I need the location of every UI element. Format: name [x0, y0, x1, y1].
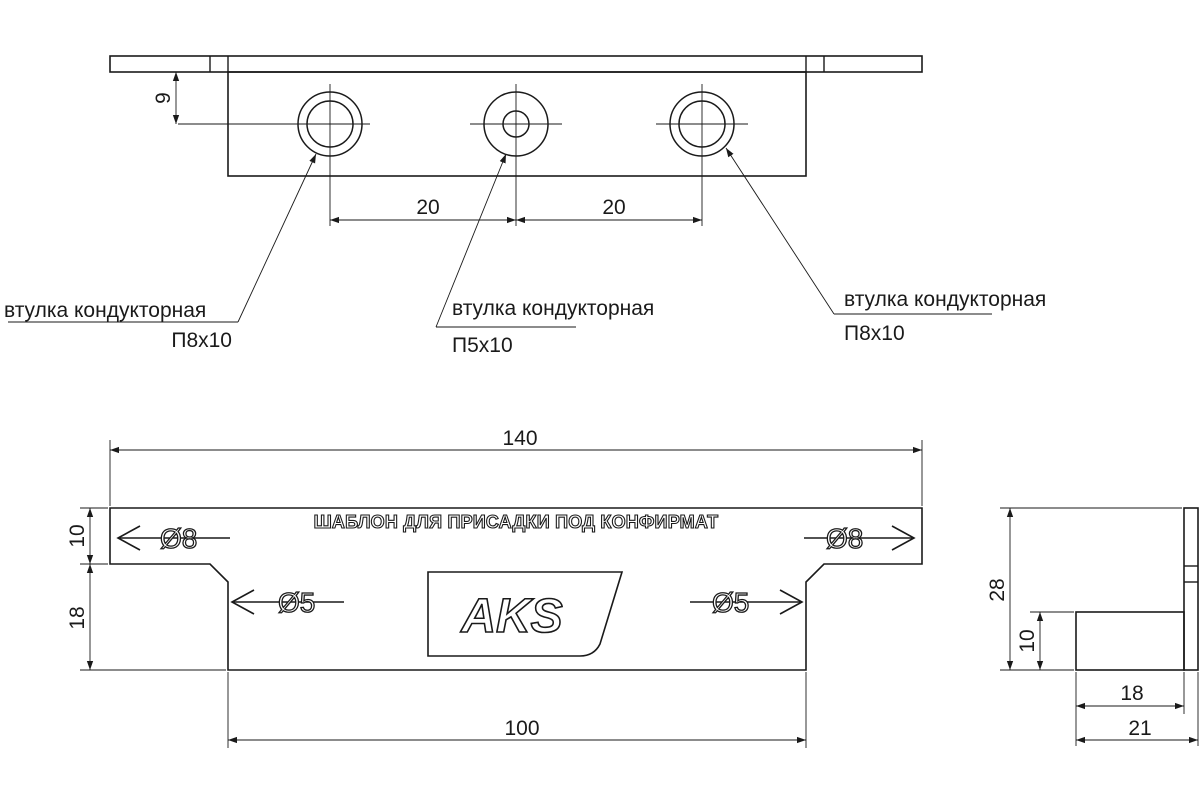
dim-10-side: 10	[1016, 629, 1039, 652]
dim-height-9: 9	[152, 71, 212, 124]
dim-21-side: 21	[1128, 717, 1151, 740]
dim-18-side: 18	[1120, 682, 1143, 705]
top-flange	[109, 55, 923, 73]
logo-text: AKS	[460, 590, 562, 643]
callout-right: втулка кондукторная П8х10	[725, 147, 1046, 345]
callout-left-name: втулка кондукторная	[4, 299, 206, 322]
front-outline	[109, 507, 923, 671]
top-view: 9 20 20 втулка кондукторная П8х10 втулка…	[4, 55, 1046, 357]
dim-overall-width: 140	[109, 427, 923, 506]
mark-d8-left: Ø8	[116, 522, 230, 555]
bushing-middle	[470, 84, 562, 226]
dim-20-left: 20	[416, 196, 439, 219]
dim-side-heights: 28 10	[986, 507, 1182, 671]
callout-right-name: втулка кондукторная	[844, 288, 1046, 311]
callout-middle-name: втулка кондукторная	[452, 297, 654, 320]
mark-d8-right: Ø8	[804, 522, 916, 555]
dim-140-label: 140	[502, 427, 537, 450]
callout-middle-size: П5х10	[452, 334, 513, 357]
dim-9-label: 9	[152, 92, 175, 104]
dim-28-side: 28	[986, 578, 1009, 601]
callout-left: втулка кондукторная П8х10	[4, 153, 317, 352]
dim-bottom-width: 100	[227, 672, 807, 748]
dim-side-widths: 18 21	[1075, 672, 1199, 746]
callout-middle: втулка кондукторная П5х10	[435, 153, 654, 357]
aks-logo: AKS	[427, 571, 624, 657]
callout-left-size: П8х10	[171, 329, 232, 352]
front-view: ШАБЛОН ДЛЯ ПРИСАДКИ ПОД КОНФИРМАТ Ø8 Ø8 …	[66, 427, 923, 748]
dim-spacing: 20 20	[330, 196, 702, 224]
mark-d8-left-label: Ø8	[160, 523, 197, 554]
side-upright	[1183, 507, 1199, 671]
dim-20-right: 20	[602, 196, 625, 219]
dim-100-label: 100	[504, 717, 539, 740]
dim-18-front: 18	[66, 606, 89, 629]
dim-front-heights: 10 18	[66, 507, 226, 671]
bushing-left	[178, 84, 370, 226]
mark-d5-right: Ø5	[690, 586, 804, 619]
mark-d5-right-label: Ø5	[712, 587, 749, 618]
side-view: 28 10 18 21	[986, 507, 1199, 746]
engraving-title: ШАБЛОН ДЛЯ ПРИСАДКИ ПОД КОНФИРМАТ	[314, 512, 719, 532]
mark-d5-left: Ø5	[230, 586, 344, 619]
side-ledge	[1075, 611, 1185, 671]
bushing-right	[656, 84, 748, 226]
mark-d8-right-label: Ø8	[826, 523, 863, 554]
dim-10-front: 10	[66, 524, 89, 547]
callout-right-size: П8х10	[844, 322, 905, 345]
mark-d5-left-label: Ø5	[278, 587, 315, 618]
